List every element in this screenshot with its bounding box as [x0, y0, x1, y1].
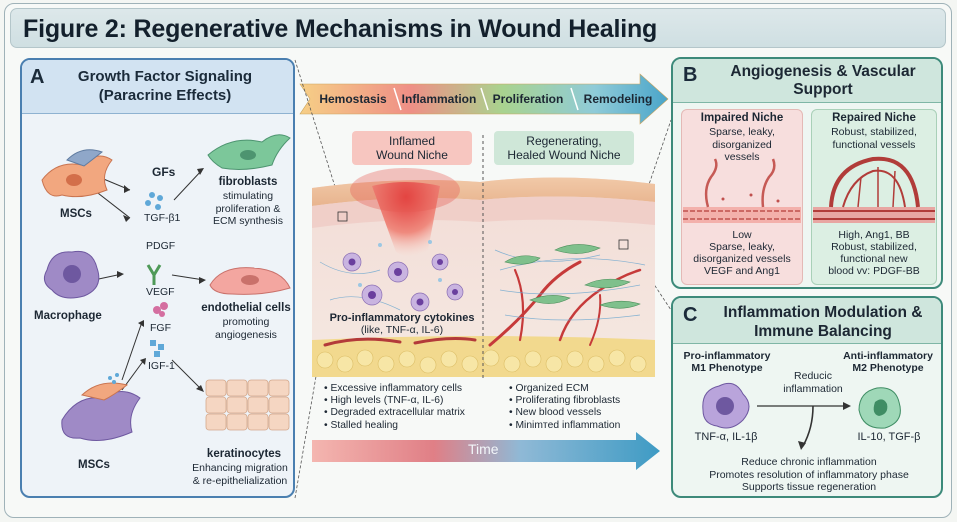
igf-label: IGF-1 — [148, 360, 175, 372]
impaired-niche-title: Impaired Niche — [700, 112, 784, 124]
panel-a-letter: A — [30, 66, 45, 88]
m1-markers: TNF-α, IL-1β — [694, 431, 758, 443]
phase-remodeling: Remodeling — [583, 92, 653, 106]
phase-proliferation: Proliferation — [492, 92, 564, 106]
inflamed-niche-label: Inflamed Wound Niche — [352, 131, 472, 165]
mscs-bottom-label: MSCs — [78, 459, 110, 471]
time-label: Time — [468, 441, 499, 457]
gfs-label: GFs — [152, 165, 176, 179]
regenerating-niche-label: Regenerating, Healed Wound Niche — [494, 131, 634, 165]
phase-inflammation: Inflammation — [401, 92, 477, 106]
list-item: New blood vessels — [509, 407, 659, 419]
m1-title: Pro-inflammatory M1 Phenotype — [683, 350, 771, 374]
reduce-inflammation-label: Reducic inflammation — [783, 370, 843, 395]
title-bar: Figure 2: Regenerative Mechanisms in Wou… — [10, 8, 946, 48]
panel-a-growth-factor-signaling: A Growth Factor Signaling (Paracrine Eff… — [20, 58, 295, 498]
fgf-label: FGF — [150, 322, 171, 334]
inflamed-bullets: Excessive inflammatory cells High levels… — [324, 383, 484, 432]
phase-hemostasis: Hemostasis — [319, 92, 387, 106]
keratinocytes-title: keratinocytes — [206, 448, 282, 460]
tgf-label: TGF-β1 — [144, 212, 181, 224]
fibroblasts-title: fibroblasts — [218, 176, 278, 188]
cytokines-title: Pro-inflammatory cytokines — [329, 312, 475, 324]
list-item: Organized ECM — [509, 383, 659, 395]
panel-b-letter: B — [683, 64, 698, 86]
vegf-label: VEGF — [146, 286, 175, 298]
panel-a-graphic — [41, 134, 291, 441]
repaired-niche-bottom: High, Ang1, BB Robust, stabilized, funct… — [828, 229, 920, 277]
repaired-niche-title: Repaired Niche — [832, 112, 916, 124]
panel-b-angiogenesis: B Angiogenesis & Vascular Support Impair… — [671, 57, 943, 289]
panel-a-title-line2: (Paracrine Effects) — [98, 87, 232, 104]
list-item: High levels (TNF-α, IL-6) — [324, 395, 484, 407]
panel-c-outcome: Reduce chronic inflammation Promotes res… — [709, 456, 909, 493]
list-item: Proliferating fibroblasts — [509, 395, 659, 407]
impaired-niche-bottom: Low Sparse, leaky, disorganized vessels … — [693, 229, 791, 277]
list-item: Minimтed inflammation — [509, 420, 659, 432]
list-item: Degraded extracellular matrix — [324, 407, 484, 419]
panel-c-letter: C — [683, 304, 698, 326]
panel-c-graphic — [702, 382, 901, 450]
cytokines-subtitle: (like, TNF-α, IL-6) — [360, 324, 444, 336]
healed-bullets: Organized ECM Proliferating fibroblasts … — [509, 383, 659, 432]
panel-a-header: A Growth Factor Signaling (Paracrine Eff… — [22, 60, 293, 114]
repaired-niche-desc: Robust, stabilized, functional vessels — [831, 126, 917, 151]
panel-a-title: Growth Factor Signaling (Paracrine Effec… — [50, 67, 280, 105]
panel-c-header: C Inflammation Modulation & Immune Balan… — [673, 298, 941, 344]
keratinocytes-desc: Enhancing migration & re-epithelializati… — [192, 462, 288, 487]
impaired-niche-box — [681, 109, 803, 285]
figure-title: Figure 2: Regenerative Mechanisms in Wou… — [23, 15, 658, 43]
mscs-top-label: MSCs — [60, 208, 92, 220]
panel-c-title: Inflammation Modulation & Immune Balanci… — [723, 304, 923, 340]
m2-markers: IL-10, TGF-β — [857, 431, 921, 443]
panel-b-title: Angiogenesis & Vascular Support — [730, 63, 916, 98]
panel-b-header: B Angiogenesis & Vascular Support — [673, 59, 941, 103]
pdgf-label: PDGF — [146, 240, 176, 252]
panel-b-graphic — [683, 156, 935, 223]
macrophage-label: Macrophage — [34, 310, 102, 322]
list-item: Stalled healing — [324, 420, 484, 432]
panel-a-title-line1: Growth Factor Signaling — [77, 68, 253, 85]
endothelial-desc: promoting angiogenesis — [215, 316, 277, 341]
m2-title: Anti-inflammatory M2 Phenotype — [843, 350, 933, 374]
panel-c-inflammation-modulation: C Inflammation Modulation & Immune Balan… — [671, 296, 943, 498]
list-item: Excessive inflammatory cells — [324, 383, 484, 395]
endothelial-title: endothelial cells — [201, 302, 291, 314]
fibroblasts-desc: stimulating proliferation & ECM synthesi… — [212, 190, 284, 227]
impaired-niche-desc: Sparse, leaky, disorganized vessels — [709, 126, 775, 163]
